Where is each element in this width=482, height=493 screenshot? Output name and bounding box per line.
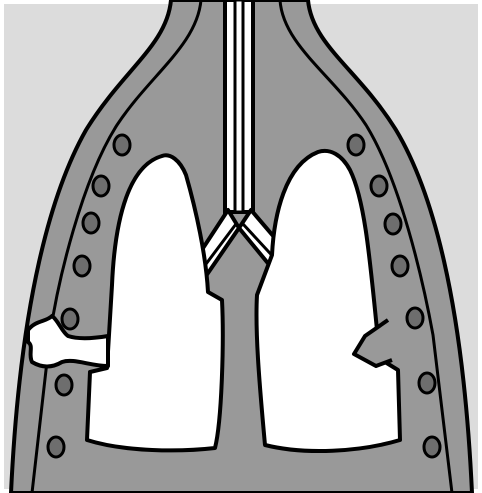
rib-right-2 [371, 176, 387, 196]
rib-left-2 [93, 176, 109, 196]
trachea-lumen [235, 0, 243, 212]
rib-left-1 [114, 135, 130, 155]
rib-right-7 [424, 437, 440, 457]
trachea [225, 0, 253, 212]
rib-left-6 [56, 375, 72, 395]
rib-left-5 [62, 309, 78, 329]
rib-right-4 [392, 256, 408, 276]
rib-left-4 [74, 256, 90, 276]
rib-left-3 [83, 213, 99, 233]
rib-right-3 [385, 214, 401, 234]
rib-right-5 [407, 308, 423, 328]
rib-right-6 [419, 373, 435, 393]
rib-left-7 [48, 437, 64, 457]
rib-right-1 [348, 135, 364, 155]
